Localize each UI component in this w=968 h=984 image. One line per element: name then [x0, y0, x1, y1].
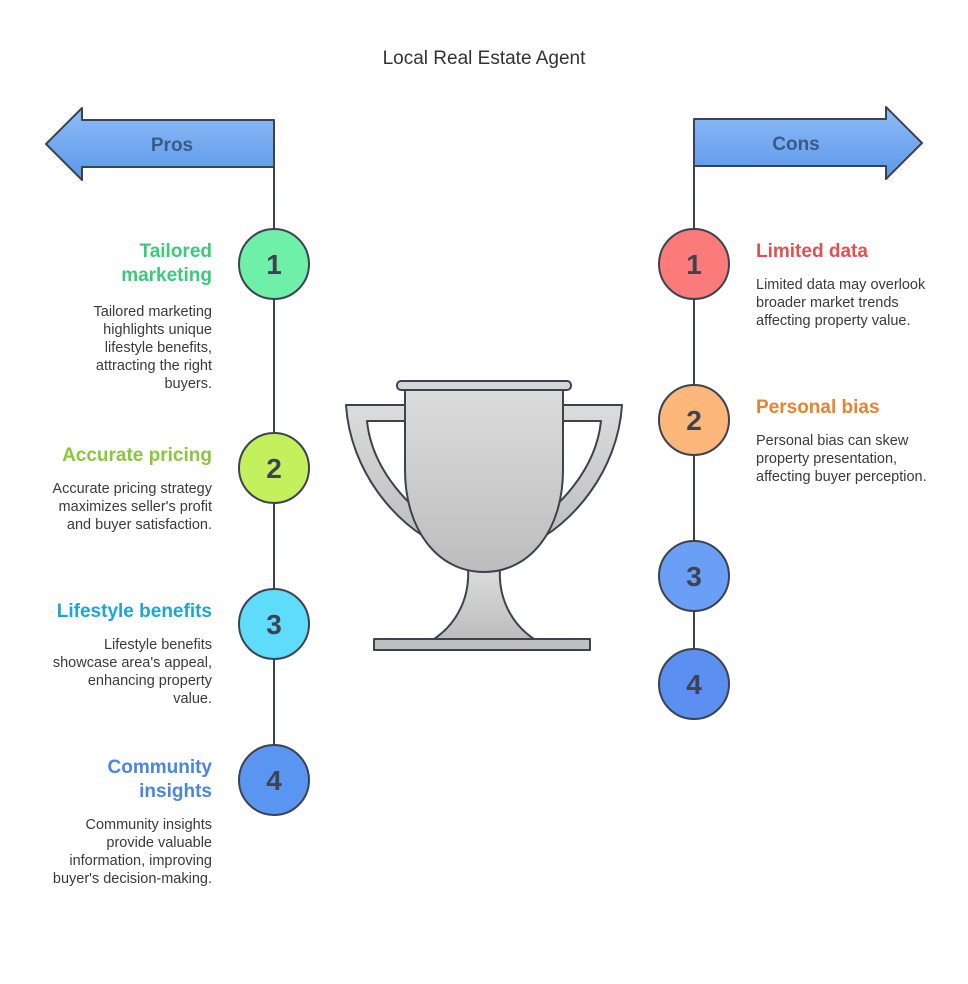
cons-step-3: 3	[658, 540, 730, 612]
cons-number-4: 4	[686, 669, 702, 700]
pros-number-2: 2	[266, 453, 282, 484]
pros-arrow: Pros	[45, 107, 275, 181]
diagram-title: Local Real Estate Agent	[382, 48, 586, 69]
pros-step-2: 2	[238, 432, 310, 504]
cons-number-1: 1	[686, 249, 702, 280]
cons-step-1: 1	[658, 228, 730, 300]
pros-description-3: Lifestyle benefits showcase area's appea…	[52, 637, 212, 707]
cons-number-3: 3	[686, 561, 702, 592]
pros-label: Pros	[151, 135, 193, 156]
pros-step-3: 3	[238, 588, 310, 660]
cons-description-1: Limited data may overlook broader market…	[756, 277, 926, 329]
cons-description-2: Personal bias can skew property presenta…	[756, 433, 927, 485]
cons-heading-1: Limited data	[756, 241, 868, 262]
pros-heading-3: Lifestyle benefits	[56, 601, 212, 622]
cons-step-4: 4	[658, 648, 730, 720]
cons-number-2: 2	[686, 405, 702, 436]
pros-number-1: 1	[266, 249, 282, 280]
pros-step-1: 1	[238, 228, 310, 300]
pros-heading-2: Accurate pricing	[62, 445, 212, 466]
pros-number-3: 3	[266, 609, 282, 640]
pros-description-2: Accurate pricing strategy maximizes sell…	[52, 481, 212, 533]
pros-number-4: 4	[266, 765, 282, 796]
cons-step-2: 2	[658, 384, 730, 456]
cons-arrow: Cons	[693, 106, 923, 180]
cons-label: Cons	[772, 134, 820, 155]
trophy-icon	[345, 380, 623, 651]
pros-step-4: 4	[238, 744, 310, 816]
pros-heading-4: Community insights	[107, 757, 213, 802]
pros-description-1: Tailored marketing highlights unique lif…	[93, 304, 212, 392]
pros-description-4: Community insights provide valuable info…	[52, 817, 212, 887]
cons-heading-2: Personal bias	[756, 397, 880, 418]
pros-heading-1: Tailored marketing	[121, 241, 212, 286]
